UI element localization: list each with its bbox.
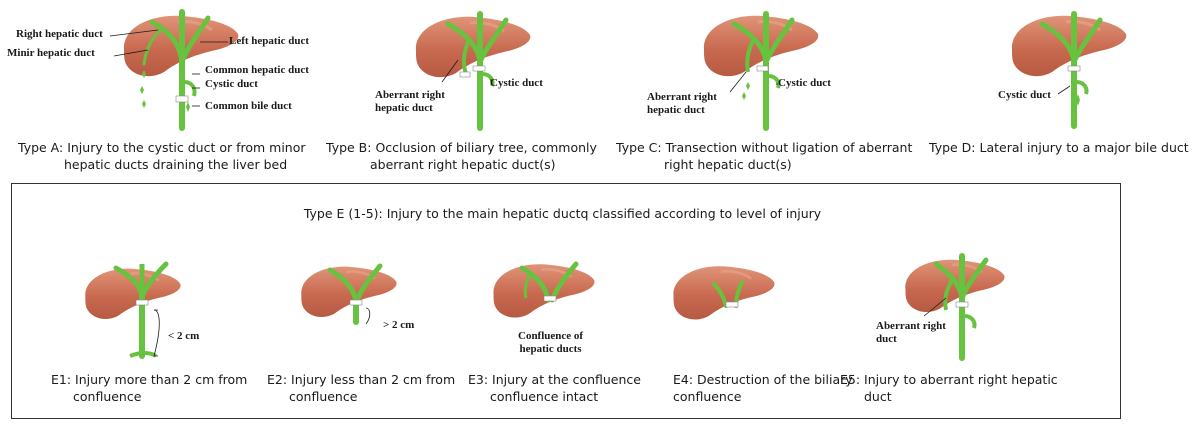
panel-e1 — [80, 256, 190, 366]
panel-type-a — [100, 4, 340, 132]
label-e1-distance: < 2 cm — [168, 330, 200, 342]
type-e-header: Type E (1-5): Injury to the main hepatic… — [303, 206, 822, 221]
liver-illustration-e1 — [83, 261, 182, 359]
liver-illustration-b — [414, 11, 532, 131]
label-minor-hepatic-duct: Minir hepatic duct — [7, 47, 95, 59]
label-left-hepatic-duct: Left hepatic duct — [229, 35, 310, 47]
label-common-bile-duct: Common bile duct — [205, 100, 292, 112]
liver-illustration-e3 — [492, 261, 596, 319]
caption-e4: E4: Destruction of the biliary confluenc… — [673, 372, 853, 404]
caption-type-d: Type D: Lateral injury to a major bile d… — [929, 140, 1189, 155]
panel-e5 — [900, 250, 1010, 366]
label-e3-confluence: Confluence of hepatic ducts — [518, 330, 584, 355]
caption-e1: E1: Injury more than 2 cm from confluenc… — [51, 372, 248, 404]
caption-e5: E5: Injury to aberrant right hepatic duc… — [840, 372, 1058, 404]
label-cystic-duct-d: Cystic duct — [998, 89, 1051, 101]
caption-type-c: Type C: Transection without ligation of … — [616, 140, 913, 172]
caption-e3: E3: Injury at the confluence confluence … — [468, 372, 641, 404]
caption-type-b: Type B: Occlusion of biliary tree, commo… — [326, 140, 597, 172]
label-cystic-duct-c: Cystic duct — [778, 77, 831, 89]
panel-type-d — [1000, 6, 1140, 130]
label-common-hepatic-duct: Common hepatic duct — [205, 64, 309, 76]
type-e-box — [11, 183, 1121, 419]
liver-illustration-a — [109, 9, 240, 131]
liver-illustration-e5 — [903, 253, 1006, 361]
caption-type-a: Type A: Injury to the cystic duct or fro… — [18, 140, 306, 172]
liver-illustration-e4 — [672, 264, 776, 321]
panel-e4 — [670, 256, 780, 338]
label-right-hepatic-duct: Right hepatic duct — [16, 28, 103, 40]
label-cystic-duct-a: Cystic duct — [205, 78, 258, 90]
panel-e3 — [490, 252, 600, 334]
liver-illustration-d — [1010, 11, 1128, 129]
label-aberrant-right-hepatic-duct-b: Aberrant right hepatic duct — [375, 89, 445, 114]
caption-e2: E2: Injury less than 2 cm from confluenc… — [267, 372, 456, 404]
label-cystic-duct-b: Cystic duct — [490, 77, 543, 89]
panel-e2 — [296, 256, 406, 346]
liver-illustration-c — [702, 11, 820, 131]
label-e5-aberrant-right-duct: Aberrant right duct — [876, 320, 946, 345]
liver-illustration-e2 — [299, 263, 398, 325]
panel-type-b — [400, 8, 550, 132]
label-e2-distance: > 2 cm — [383, 319, 415, 331]
panel-type-c — [690, 6, 840, 132]
label-aberrant-right-hepatic-duct-c: Aberrant right hepatic duct — [647, 91, 717, 116]
